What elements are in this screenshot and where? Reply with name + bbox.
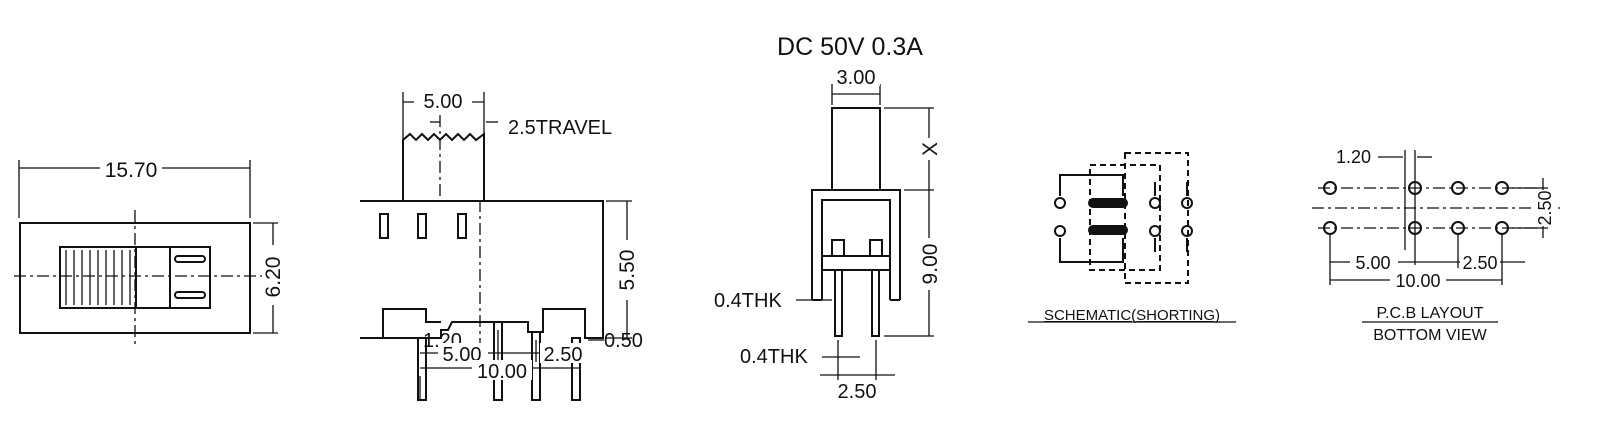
pcb-hole-dim: 1.20: [1336, 147, 1371, 167]
x-dim: X: [919, 142, 942, 156]
pcb-label-1: P.C.B LAYOUT: [1377, 305, 1484, 322]
schematic-label: SCHEMATIC(SHORTING): [1044, 307, 1220, 324]
top-view: 15.70 6.20: [14, 158, 285, 345]
pitch-b-dim: 2.50: [544, 344, 583, 366]
top-width-dim: 15.70: [105, 159, 158, 182]
side-pitch-dim: 2.50: [838, 381, 877, 403]
pitch-a-dim: 5.00: [443, 344, 482, 366]
pin-thk-dim: 0.50: [604, 330, 643, 352]
pcb-row-pitch-dim: 2.50: [1535, 190, 1555, 225]
thk-label-1: 0.4THK: [714, 290, 782, 312]
pcb-span-dim: 10.00: [1395, 271, 1440, 291]
top-height-dim: 6.20: [262, 257, 285, 298]
pcb-pitch-b-dim: 2.50: [1462, 253, 1497, 273]
travel-label: 2.5TRAVEL: [508, 117, 612, 139]
pcb-label-2: BOTTOM VIEW: [1373, 327, 1487, 344]
front-view: 5.00 2.5TRAVEL 5.50 1.20 5.00 2.50: [360, 90, 643, 401]
span-dim: 10.00: [477, 361, 527, 383]
side-height-dim: 9.00: [919, 244, 942, 285]
rating-title: DC 50V 0.3A: [777, 33, 923, 61]
pcb-layout: 1.20 5.00 2.50 10.00 2.50 P.C.B LAYOUT B…: [1312, 147, 1560, 344]
thk-label-2: 0.4THK: [740, 346, 808, 368]
side-view: 3.00 X 9.00 0.4THK 0.4THK 2.50: [714, 66, 942, 403]
body-height-dim: 5.50: [616, 250, 639, 291]
actuator-width-dim: 5.00: [424, 91, 463, 113]
pcb-pitch-a-dim: 5.00: [1355, 253, 1390, 273]
side-actuator-dim: 3.00: [837, 67, 876, 89]
schematic: SCHEMATIC(SHORTING): [1028, 152, 1236, 324]
